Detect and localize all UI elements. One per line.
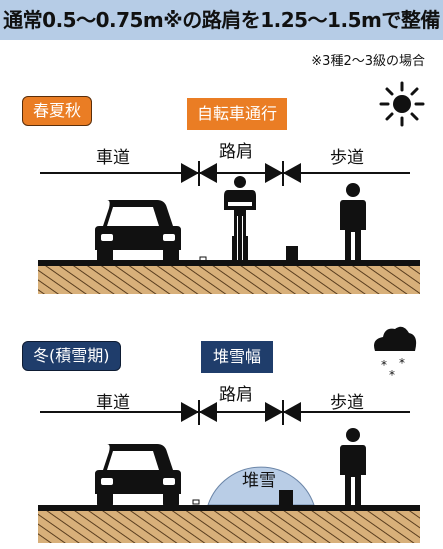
function-label-cycling: 自転車通行: [187, 98, 288, 130]
ground-summer: [38, 266, 420, 294]
sun-icon: [379, 81, 425, 127]
svg-text:*: *: [381, 358, 387, 372]
dimension-line-winter: [40, 400, 410, 425]
function-label-snow-storage: 堆雪幅: [201, 341, 274, 373]
title-bar: 通常0.5～0.75m※の路肩を1.25～1.5mで整備: [0, 0, 443, 40]
dimension-arrows-winter: [181, 402, 301, 422]
car-icon: [95, 444, 181, 506]
lane-label-shoulder-winter: 路肩: [219, 385, 253, 405]
footnote: ※3種2～3級の場合: [311, 54, 425, 69]
cyclist-icon: [224, 176, 256, 264]
lane-label-road-summer: 車道: [96, 148, 130, 168]
lane-label-road-winter: 車道: [96, 393, 130, 413]
snow-pile-label: 堆雪: [242, 471, 276, 491]
dimension-line-summer: [40, 161, 410, 186]
season-label-summer: 春夏秋: [22, 96, 93, 126]
lane-label-sidewalk-summer: 歩道: [330, 148, 364, 168]
pedestrian-icon: [340, 183, 366, 260]
svg-text:*: *: [389, 368, 395, 382]
season-label-winter: 冬(積雪期): [22, 341, 121, 371]
curb-block: [279, 490, 293, 505]
road-marker: [192, 499, 200, 505]
road-surface-summer: [38, 260, 420, 266]
curb-block: [286, 246, 298, 260]
lane-label-shoulder-summer: 路肩: [219, 142, 253, 162]
lane-label-sidewalk-winter: 歩道: [330, 393, 364, 413]
dimension-arrows-summer: [181, 163, 301, 183]
pedestrian-icon: [340, 428, 366, 505]
diagram-title: 通常0.5～0.75m※の路肩を1.25～1.5mで整備: [3, 8, 440, 32]
snow-cloud-icon: * * *: [374, 326, 417, 382]
road-surface-winter: [38, 505, 420, 511]
svg-text:*: *: [399, 356, 405, 370]
ground-winter: [38, 511, 420, 543]
car-icon: [95, 200, 181, 262]
